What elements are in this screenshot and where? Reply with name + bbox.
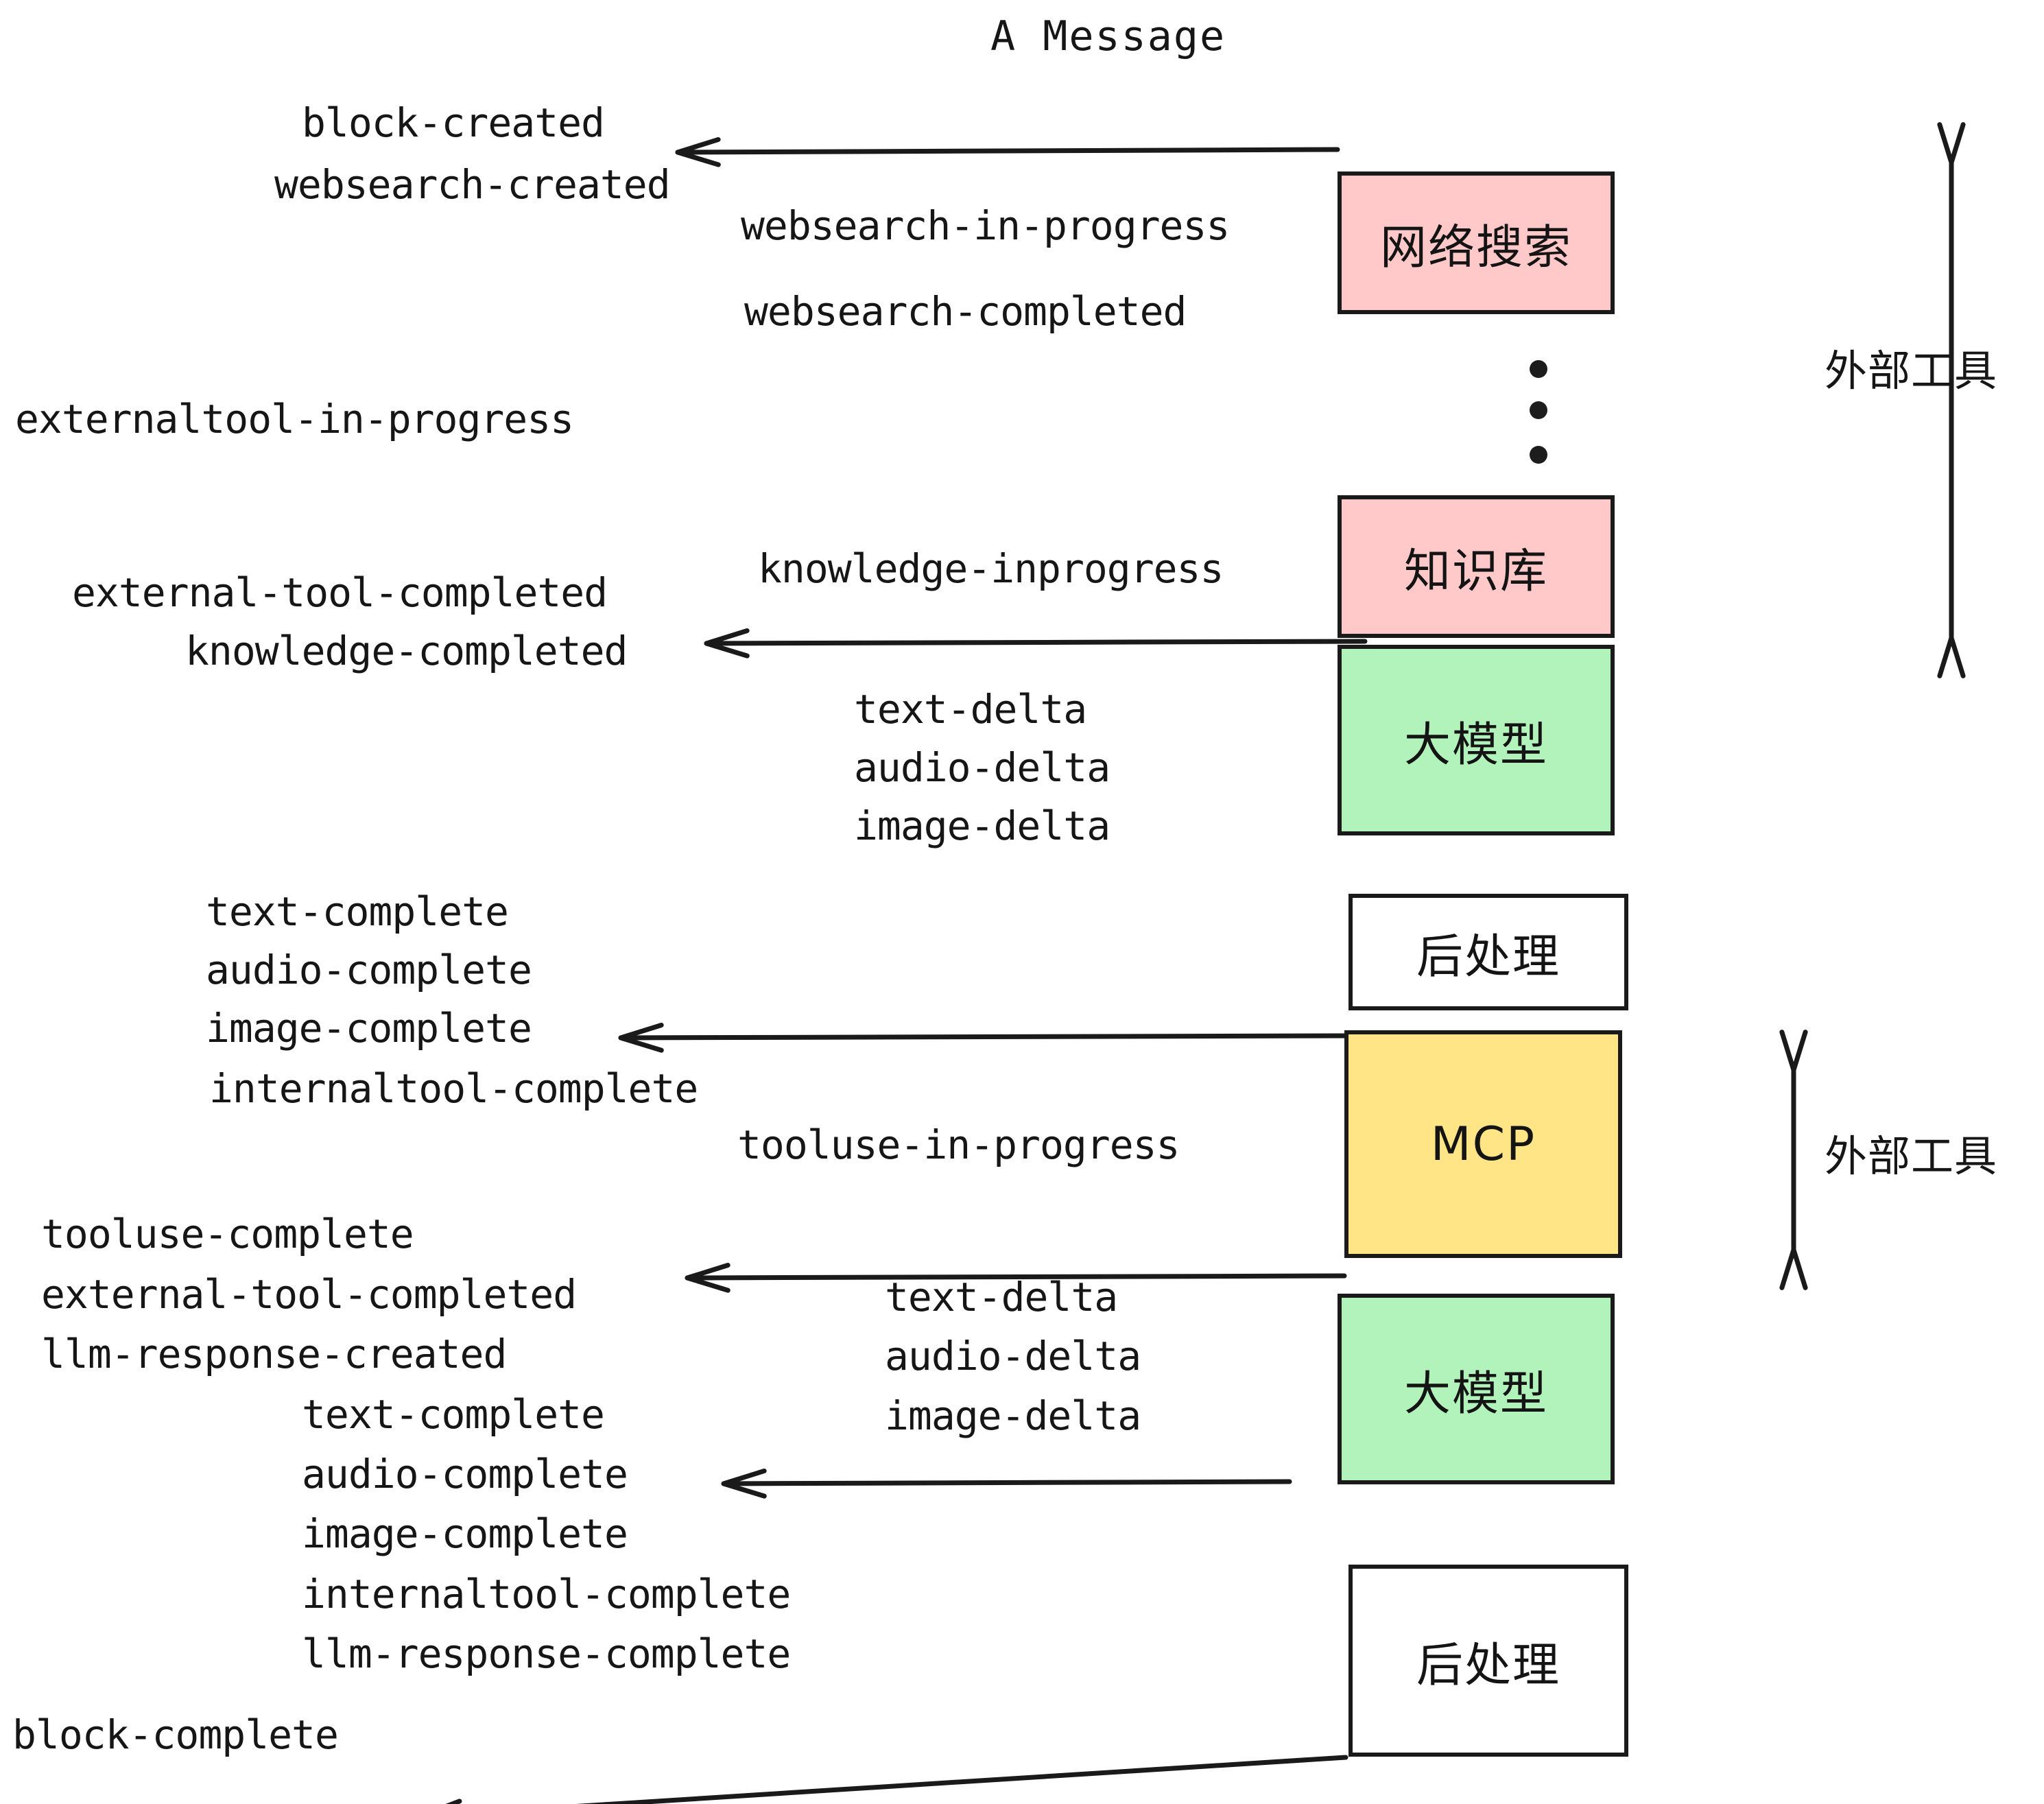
ellipsis-dot-icon-3	[1530, 446, 1547, 464]
page-title: A Message	[990, 12, 1226, 60]
side-label-external-tools-bottom: 外部工具	[1825, 1131, 1998, 1181]
event-label-websearch-completed: websearch-completed	[744, 288, 1187, 335]
ellipsis-dot-icon-1	[1530, 360, 1547, 378]
event-label-audio-complete-1: audio-complete	[206, 947, 532, 993]
event-label-external-tool-completed-1: external-tool-completed	[72, 569, 608, 616]
event-label-websearch-created: websearch-created	[274, 161, 671, 208]
event-label-externaltool-in-progress: externaltool-in-progress	[15, 396, 574, 442]
side-label-external-tools-top: 外部工具	[1825, 346, 1998, 396]
event-label-text-delta-2: text-delta	[885, 1274, 1118, 1320]
event-label-image-delta-1: image-delta	[854, 803, 1110, 849]
node-box-llm-1[interactable]: 大模型	[1338, 645, 1615, 835]
event-label-block-created: block-created	[302, 99, 605, 146]
arrow-block-complete-icon	[445, 1755, 1348, 1804]
arrow-tooluse-complete-icon	[685, 1262, 1347, 1293]
external-tools-range-top-icon	[1937, 122, 1966, 678]
event-label-knowledge-completed: knowledge-completed	[185, 628, 628, 674]
event-label-text-complete-2: text-complete	[302, 1391, 605, 1438]
event-label-external-tool-completed-2: external-tool-completed	[41, 1271, 577, 1318]
event-label-image-complete-1: image-complete	[206, 1005, 532, 1052]
arrow-knowledge-completed-icon	[704, 628, 1368, 658]
node-box-knowledge[interactable]: 知识库	[1338, 495, 1615, 638]
event-label-llm-response-created: llm-response-created	[41, 1331, 507, 1377]
arrow-block-created-icon	[675, 137, 1340, 167]
arrow-image-complete-icon	[618, 1023, 1347, 1053]
event-label-tooluse-complete: tooluse-complete	[41, 1211, 414, 1257]
arrow-audio-complete-icon	[721, 1468, 1292, 1499]
event-label-audio-delta-2: audio-delta	[885, 1333, 1141, 1379]
event-label-internaltool-complete-1: internaltool-complete	[209, 1065, 698, 1112]
event-label-llm-response-complete: llm-response-complete	[302, 1630, 791, 1677]
event-label-image-delta-2: image-delta	[885, 1392, 1141, 1439]
ellipsis-dot-icon-2	[1530, 401, 1547, 419]
event-label-knowledge-inprogress: knowledge-inprogress	[758, 545, 1224, 592]
event-label-tooluse-in-progress: tooluse-in-progress	[737, 1121, 1180, 1168]
event-label-text-delta-1: text-delta	[854, 686, 1087, 733]
event-label-text-complete-1: text-complete	[206, 888, 509, 935]
node-box-mcp[interactable]: MCP	[1344, 1030, 1622, 1258]
event-label-image-complete-2: image-complete	[302, 1510, 628, 1557]
node-box-postprocess-1[interactable]: 后处理	[1348, 894, 1628, 1010]
event-label-audio-delta-1: audio-delta	[854, 744, 1110, 791]
node-box-postprocess-2[interactable]: 后处理	[1348, 1565, 1628, 1757]
event-label-websearch-in-progress: websearch-in-progress	[741, 202, 1230, 249]
event-label-internaltool-complete-2: internaltool-complete	[302, 1571, 791, 1617]
event-label-audio-complete-2: audio-complete	[302, 1451, 628, 1497]
node-box-websearch[interactable]: 网络搜索	[1338, 171, 1615, 314]
external-tools-range-bottom-icon	[1779, 1030, 1808, 1290]
node-box-llm-2[interactable]: 大模型	[1338, 1294, 1615, 1484]
event-label-block-complete: block-complete	[12, 1711, 339, 1758]
